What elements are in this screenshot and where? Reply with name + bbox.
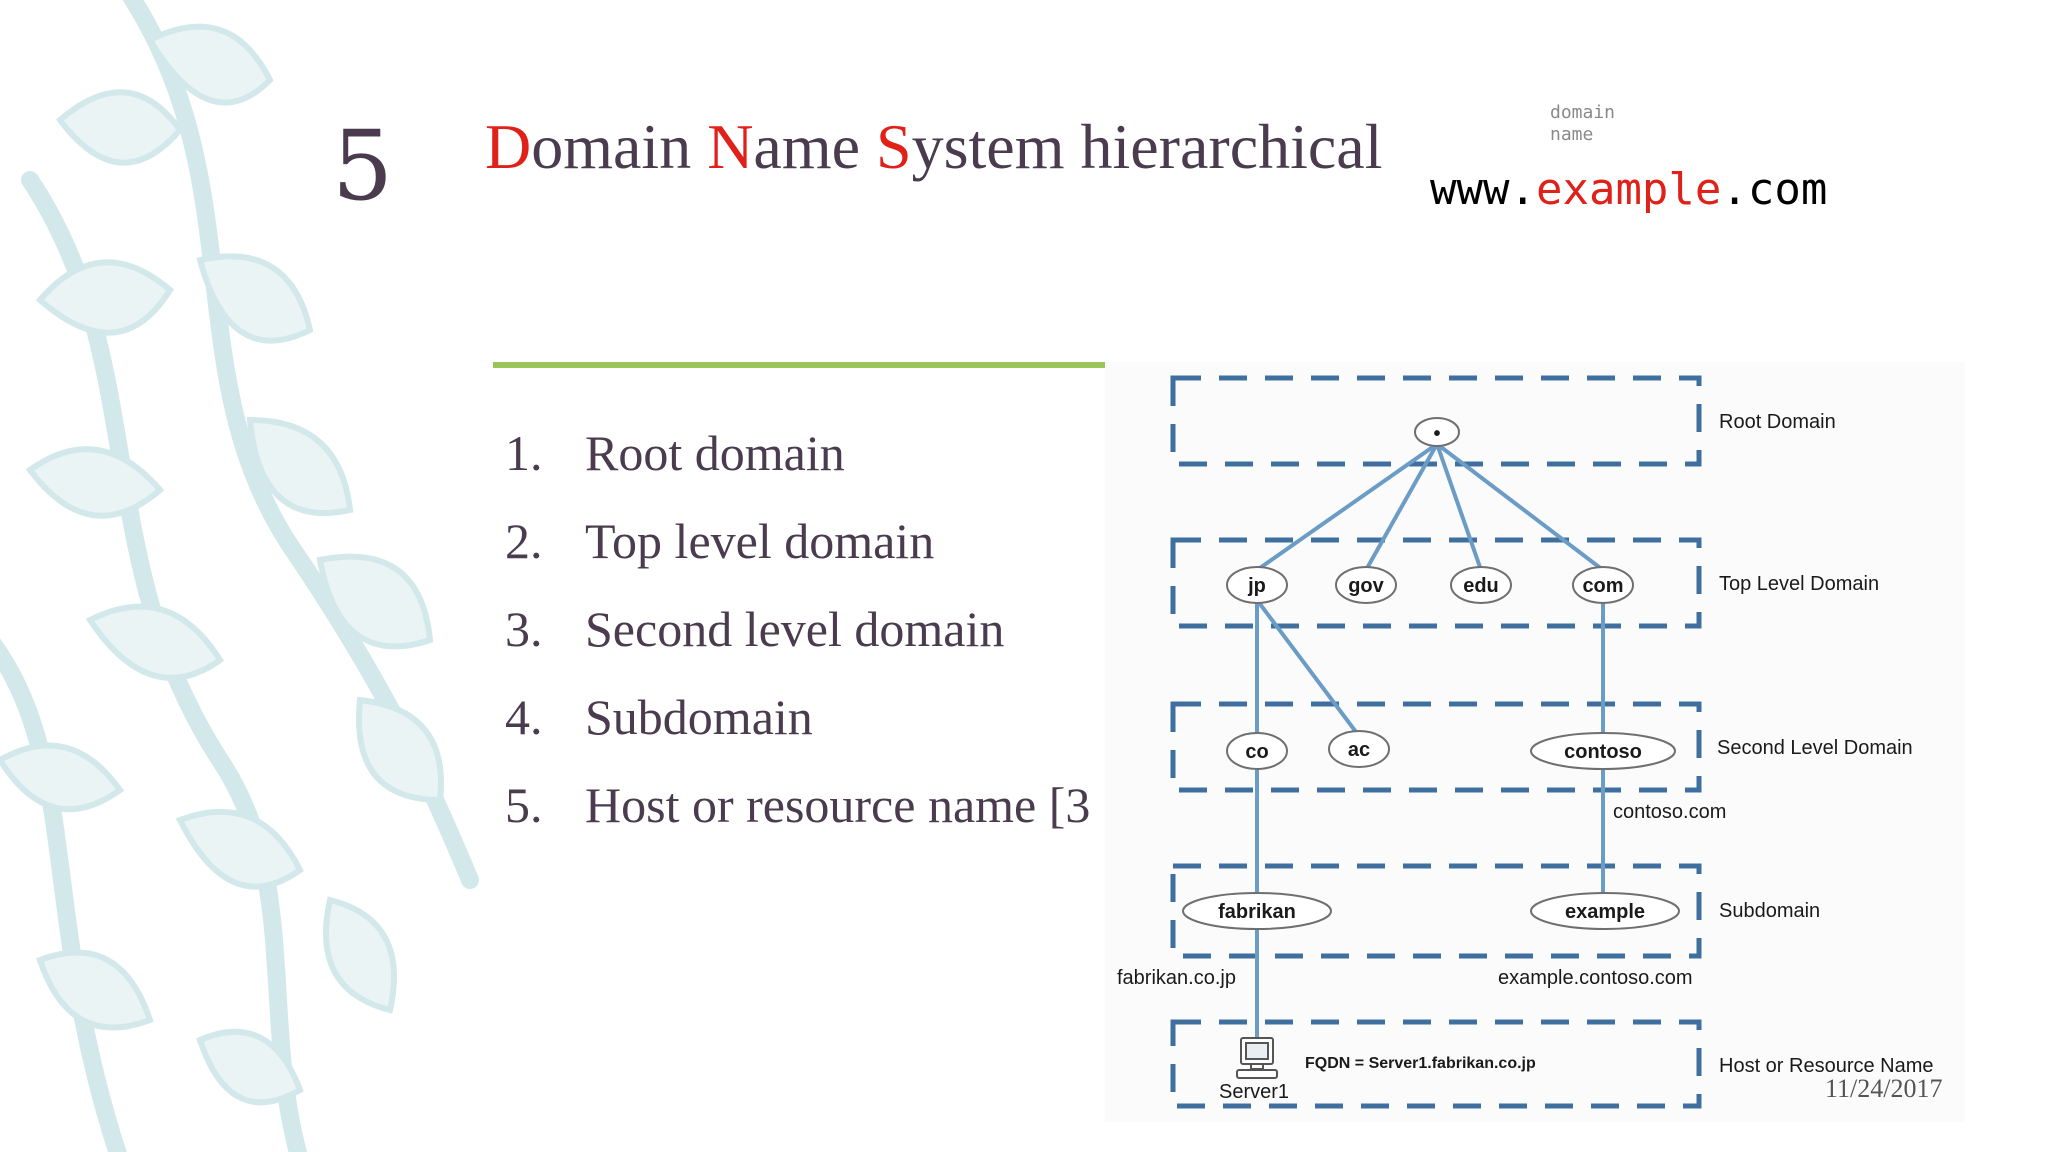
url-highlight: example	[1535, 164, 1722, 215]
domain-name-figure: domain name www.example.com	[1405, 60, 1965, 250]
node-ac	[1328, 730, 1390, 768]
level-box-subdomain	[1170, 863, 1702, 959]
slide-number: 5	[332, 110, 394, 222]
slide-title: Domain Name System hierarchical	[485, 110, 1405, 210]
title-part: D	[485, 111, 532, 182]
node-co	[1226, 732, 1288, 770]
node-label-contoso: contoso	[1564, 741, 1642, 763]
domain-name-label-line: name	[1550, 124, 1594, 145]
level-label-second-level: Second Level Domain	[1717, 737, 1913, 759]
level-label-subdomain: Subdomain	[1719, 900, 1820, 922]
title-part: S	[876, 111, 912, 182]
node-label-gov: gov	[1348, 575, 1384, 597]
domain-levels-list: 1. Root domain 2. Top level domain 3. Secon…	[505, 418, 1090, 858]
edge-jp-ac	[1255, 598, 1361, 738]
list-text: Top level domain	[585, 513, 935, 569]
node-jp	[1226, 566, 1288, 604]
node-gov	[1335, 566, 1397, 604]
node-contoso	[1530, 732, 1676, 770]
domain-name-label: domain name	[1550, 102, 1640, 146]
node-fabrikan	[1182, 892, 1332, 930]
url-prefix: www.	[1430, 164, 1536, 215]
example-url: www.example.com	[1430, 164, 1827, 215]
node-label-example: example	[1565, 901, 1645, 923]
domain-label-example: example.contoso.com	[1498, 967, 1693, 989]
title-part: ystem hierarchical	[911, 111, 1383, 182]
level-label-host: Host or Resource Name	[1719, 1055, 1934, 1077]
list-item: 4. Subdomain	[505, 682, 1090, 770]
list-item: 5. Host or resource name [3	[505, 770, 1090, 858]
level-box-second-level	[1170, 701, 1702, 793]
node-label-ac: ac	[1348, 739, 1370, 761]
list-item: 3. Second level domain	[505, 594, 1090, 682]
list-text: Second level domain	[585, 601, 1005, 657]
list-item: 1. Root domain	[505, 418, 1090, 506]
node-label-co: co	[1245, 741, 1268, 763]
domain-name-label-line: domain	[1550, 102, 1616, 123]
domain-label-contoso: contoso.com	[1613, 801, 1726, 823]
node-root-label: •	[1433, 423, 1440, 445]
list-number: 5.	[505, 777, 543, 833]
server-computer-icon	[1236, 1037, 1278, 1079]
edge-root-gov	[1364, 443, 1439, 571]
node-com	[1572, 566, 1634, 604]
title-part: omain	[531, 111, 708, 182]
edge-root-jp	[1255, 442, 1439, 572]
node-label-fabrikan: fabrikan	[1218, 901, 1296, 923]
url-suffix: .com	[1721, 164, 1828, 215]
list-text: Root domain	[585, 425, 845, 481]
node-edu	[1450, 566, 1512, 604]
node-label-com: com	[1582, 575, 1623, 597]
server-name: Server1	[1219, 1081, 1289, 1103]
leaf-decoration	[0, 0, 479, 1152]
list-text: Subdomain	[585, 689, 813, 745]
slide-date: 11/24/2017	[1825, 1074, 1943, 1103]
list-number: 3.	[505, 601, 543, 657]
edge-root-com	[1435, 442, 1605, 572]
level-label-root: Root Domain	[1719, 411, 1836, 433]
list-number: 2.	[505, 513, 543, 569]
fqdn-label: FQDN = Server1.fabrikan.co.jp	[1305, 1055, 1536, 1072]
node-root	[1414, 417, 1460, 447]
title-part: ame	[753, 111, 876, 182]
edge-root-edu	[1435, 443, 1483, 571]
level-box-root	[1170, 375, 1702, 467]
list-number: 4.	[505, 689, 543, 745]
node-label-edu: edu	[1463, 575, 1499, 597]
node-example	[1530, 892, 1680, 930]
domain-label-fabrikan: fabrikan.co.jp	[1117, 967, 1236, 989]
level-box-host	[1170, 1019, 1702, 1109]
level-box-tld	[1170, 537, 1702, 629]
level-label-tld: Top Level Domain	[1719, 573, 1879, 595]
list-item: 2. Top level domain	[505, 506, 1090, 594]
list-number: 1.	[505, 425, 543, 481]
list-text: Host or resource name [3	[585, 777, 1091, 833]
title-part: N	[707, 111, 754, 182]
node-label-jp: jp	[1247, 575, 1266, 597]
